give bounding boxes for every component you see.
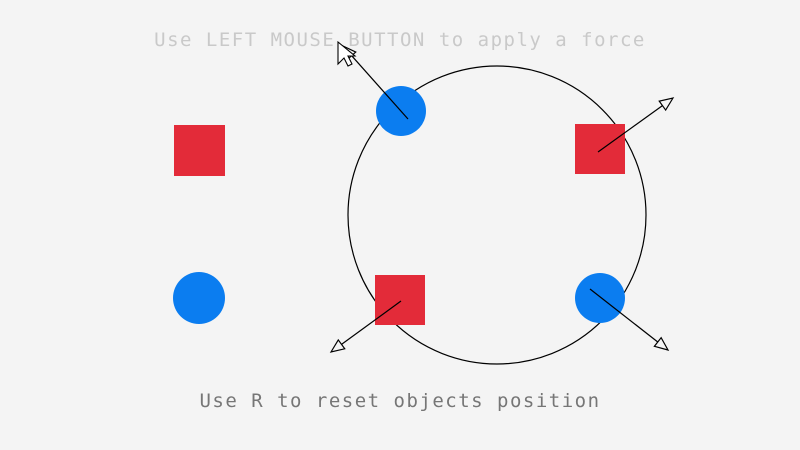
- circle-left[interactable]: [173, 272, 225, 324]
- square-left[interactable]: [174, 125, 225, 176]
- orbit-circle: [347, 65, 647, 365]
- force-arrow-square-top-right: [597, 97, 675, 153]
- square-top-right[interactable]: [575, 124, 625, 174]
- circle-bottom-right[interactable]: [575, 273, 625, 323]
- force-arrow-circle-bottom-right: [589, 288, 670, 351]
- hint-text-reset-objects: Use R to reset objects position: [199, 390, 601, 412]
- force-arrow-circle-top: [341, 44, 409, 120]
- mouse-cursor: [337, 40, 357, 67]
- square-bottom[interactable]: [375, 275, 425, 325]
- force-arrow-square-bottom: [329, 300, 402, 353]
- hint-text-apply-force: Use LEFT MOUSE BUTTON to apply a force: [154, 29, 646, 51]
